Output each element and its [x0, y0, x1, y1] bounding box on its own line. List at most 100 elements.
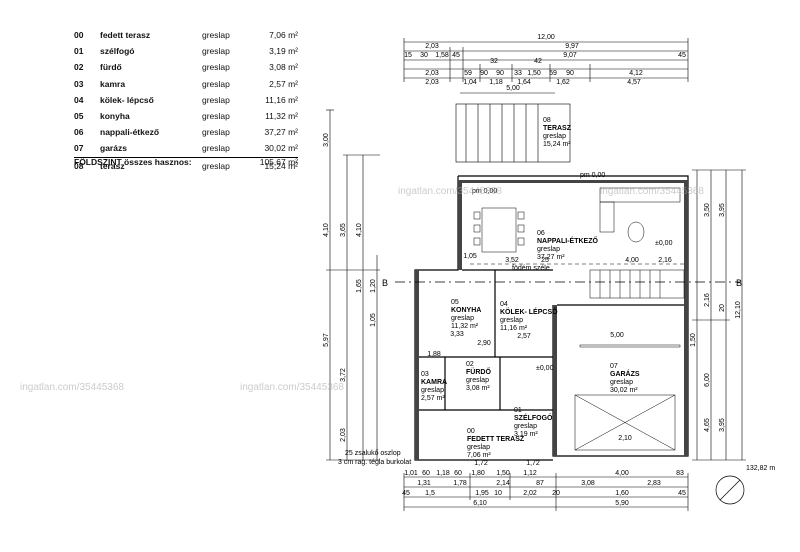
svg-text:2,16: 2,16	[704, 293, 711, 307]
room-material: greslap	[202, 78, 230, 89]
svg-text:2,10: 2,10	[618, 435, 632, 442]
room-name: terasz	[100, 160, 125, 171]
room-name: konyha	[100, 110, 130, 121]
room-name: szélfogó	[100, 46, 135, 57]
room-area: 3,08 m²	[269, 62, 298, 73]
room-area: 37,27 m²	[264, 127, 298, 138]
room-num: 08	[74, 160, 84, 171]
svg-text:5,97: 5,97	[323, 333, 330, 347]
svg-text:45: 45	[452, 52, 460, 59]
svg-text:2,90: 2,90	[477, 340, 491, 347]
svg-text:1,72: 1,72	[526, 460, 540, 467]
svg-text:3,52: 3,52	[505, 257, 519, 264]
svg-text:1,05: 1,05	[463, 253, 477, 260]
svg-text:4,10: 4,10	[323, 223, 330, 237]
svg-text:1,31: 1,31	[417, 480, 431, 487]
note-site-area: 132,82 m	[746, 465, 775, 472]
svg-text:1,12: 1,12	[523, 470, 537, 477]
svg-text:5,00: 5,00	[506, 85, 520, 92]
level-mark-2: ±0,00	[536, 365, 554, 372]
room-area: 3,19 m²	[269, 46, 298, 57]
svg-text:87: 87	[536, 480, 544, 487]
room-name: kamra	[100, 78, 126, 89]
room-row: 03 kamra greslap 2,57 m²	[74, 76, 298, 92]
svg-text:25: 25	[541, 257, 549, 264]
svg-text:15: 15	[404, 52, 412, 59]
svg-text:12,10: 12,10	[735, 301, 742, 319]
total-label: FÖLDSZINT összes hasznos:	[74, 157, 192, 167]
note-pillar: 25 zsalukő oszlop	[345, 450, 401, 457]
room-num: 04	[74, 94, 84, 105]
room-name: garázs	[100, 143, 127, 154]
svg-text:1,05: 1,05	[370, 313, 377, 327]
room-material: greslap	[202, 160, 230, 171]
svg-text:30: 30	[420, 52, 428, 59]
room-material: greslap	[202, 30, 230, 40]
svg-text:4,57: 4,57	[627, 79, 641, 86]
room-num: 07	[74, 143, 84, 154]
svg-text:60: 60	[454, 470, 462, 477]
room-num: 06	[74, 127, 84, 138]
room-area: 15,24 m²	[264, 160, 298, 171]
total-row: FÖLDSZINT összes hasznos: 105,67 m²	[74, 155, 298, 169]
level-mark-1: ±0,00	[655, 240, 673, 247]
room-material: greslap	[202, 143, 230, 154]
section-mark-right: B	[736, 278, 742, 288]
room-num: 03	[74, 78, 84, 89]
room-material: greslap	[202, 110, 230, 121]
svg-text:2,03: 2,03	[425, 70, 439, 77]
svg-text:1,62: 1,62	[556, 79, 570, 86]
room-name: nappali-étkező	[100, 127, 160, 138]
svg-text:10: 10	[494, 490, 502, 497]
svg-text:2,03: 2,03	[425, 79, 439, 86]
svg-text:1,18: 1,18	[436, 470, 450, 477]
svg-text:3,33: 3,33	[450, 331, 464, 338]
svg-text:1,88: 1,88	[427, 351, 441, 358]
svg-text:1,95: 1,95	[475, 490, 489, 497]
svg-text:5,90: 5,90	[615, 500, 629, 507]
svg-text:1,5: 1,5	[425, 490, 435, 497]
room-area: 2,57 m²	[269, 78, 298, 89]
svg-text:42: 42	[534, 58, 542, 65]
svg-text:3,50: 3,50	[704, 203, 711, 217]
svg-text:90: 90	[496, 70, 504, 77]
svg-text:1,01: 1,01	[404, 470, 418, 477]
svg-text:2,03: 2,03	[340, 428, 347, 442]
svg-text:6,10: 6,10	[473, 500, 487, 507]
svg-text:90: 90	[480, 70, 488, 77]
svg-text:1,65: 1,65	[356, 279, 363, 293]
svg-text:4,65: 4,65	[704, 418, 711, 432]
svg-text:1,80: 1,80	[471, 470, 485, 477]
watermark: ingatlan.com/35445368	[398, 186, 502, 197]
room-area: 11,32 m²	[265, 110, 298, 121]
watermark: ingatlan.com/35445368	[20, 382, 124, 393]
svg-text:6,00: 6,00	[704, 373, 711, 387]
svg-text:60: 60	[422, 470, 430, 477]
room-num: 02	[74, 62, 84, 73]
svg-text:4,00: 4,00	[625, 257, 639, 264]
svg-text:20: 20	[552, 490, 560, 497]
svg-text:59: 59	[549, 70, 557, 77]
svg-text:3,72: 3,72	[340, 368, 347, 382]
svg-text:83: 83	[676, 470, 684, 477]
room-material: greslap	[202, 46, 230, 57]
svg-text:1,50: 1,50	[496, 470, 510, 477]
dim-total: 12,00	[537, 34, 555, 41]
level-mark-4: pm 0,00	[580, 172, 605, 179]
svg-text:3,95: 3,95	[719, 203, 726, 217]
svg-text:3,65: 3,65	[340, 223, 347, 237]
svg-text:33: 33	[514, 70, 522, 77]
svg-text:2,03: 2,03	[425, 43, 439, 50]
